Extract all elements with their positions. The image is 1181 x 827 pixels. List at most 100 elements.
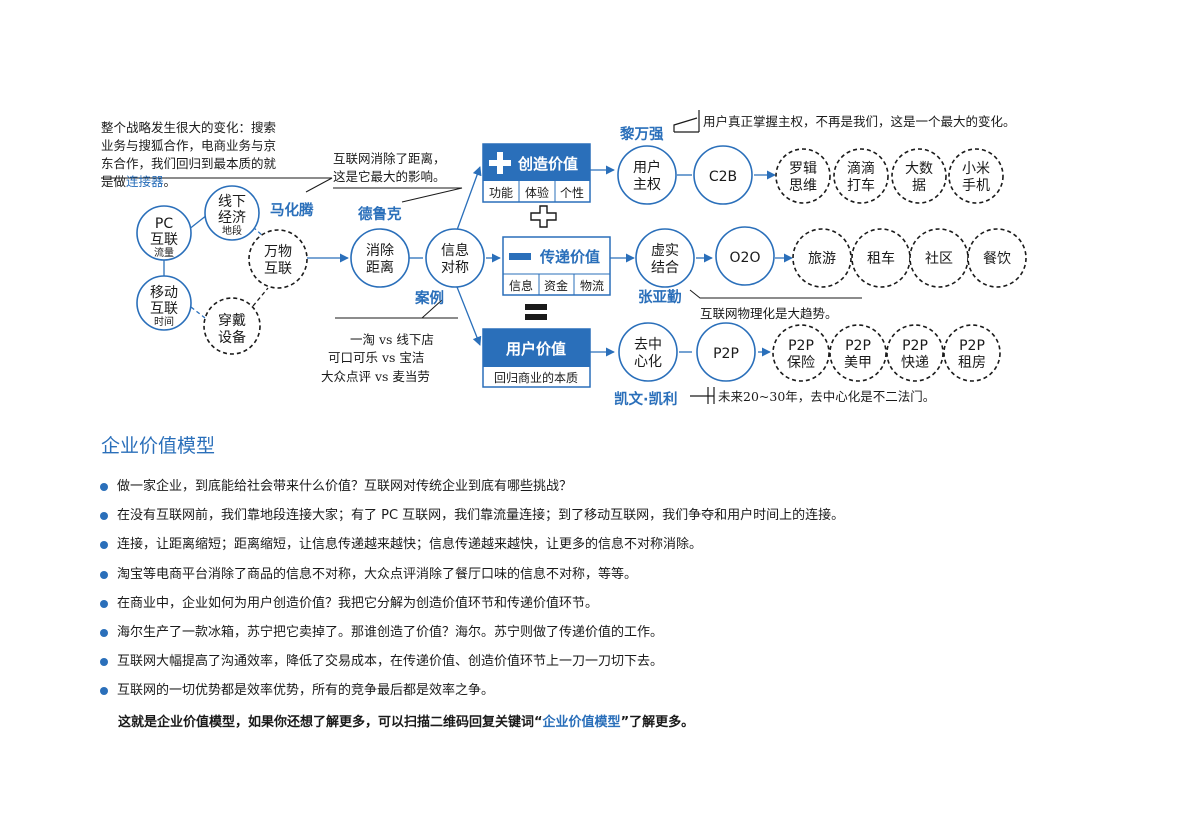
node-label: P2P xyxy=(845,338,871,354)
node-label: 穿戴 xyxy=(218,313,246,329)
logic-node xyxy=(775,148,831,204)
person-ma-huateng: 马化腾 xyxy=(270,203,314,219)
node-label: 保险 xyxy=(787,355,815,371)
list-item: 连接，让距离缩短；距离缩短，让信息传递越来越快；信息传递越来越快，让更多的信息不… xyxy=(100,535,1100,564)
section-title: 企业价值模型 xyxy=(101,435,216,457)
o2o-node xyxy=(715,226,775,286)
node-label: 万物 xyxy=(264,244,292,260)
list-item-text: 在商业中，企业如何为用户创造价值？我把它分解为创造价值环节和传递价值环节。 xyxy=(117,595,599,611)
bullet-list: 做一家企业，到底能给社会带来什么价值？互联网对传统企业到底有哪些挑战？ 在没有互… xyxy=(100,477,1100,711)
user-power-note: 用户真正掌握主权，不再是我们，这是一个最大的变化。 xyxy=(703,114,1016,129)
bigdata-node xyxy=(891,148,947,204)
wearable-node xyxy=(203,297,261,355)
node-label: 罗辑 xyxy=(789,161,817,177)
person-kevin-kelly: 凯文·凯利 xyxy=(614,392,678,408)
node-label: 设备 xyxy=(218,329,246,346)
list-item-text: 在没有互联网前，我们靠地段连接大家；有了 PC 互联网，我们靠流量连接；到了移动… xyxy=(117,508,845,524)
deliver-item: 信息 xyxy=(509,278,533,293)
node-label: 社区 xyxy=(925,251,953,267)
user-value-box: 用户价值 回归商业的本质 xyxy=(482,328,591,388)
node-label: 虚实 xyxy=(651,243,679,259)
bullet-dot-icon xyxy=(100,628,108,637)
node-label: 小米 xyxy=(962,161,990,177)
user-value-subtitle: 回归商业的本质 xyxy=(494,370,578,385)
list-item: 做一家企业，到底能给社会带来什么价值？互联网对传统企业到底有哪些挑战？ xyxy=(100,477,1100,506)
list-item: 互联网的一切优势都是效率优势，所有的竞争最后都是效率之争。 xyxy=(100,681,1100,710)
node-label: 美甲 xyxy=(844,355,872,371)
node-sublabel: 流量 xyxy=(154,246,174,259)
create-value-title: 创造价值 xyxy=(517,155,578,173)
list-item: 海尔生产了一款冰箱，苏宁把它卖掉了。那谁创造了价值？海尔。苏宁则做了传递价值的工… xyxy=(100,623,1100,652)
travel-node xyxy=(792,228,852,288)
node-label: 打车 xyxy=(847,177,875,194)
node-label: PC xyxy=(155,216,173,232)
cases-line-3: 大众点评 vs 麦当劳 xyxy=(321,369,430,384)
mobile-internet-node xyxy=(136,275,192,331)
node-label: 去中 xyxy=(634,337,662,353)
node-label: 旅游 xyxy=(808,251,836,267)
node-label: 互联 xyxy=(150,301,178,317)
user-sovereignty-node xyxy=(617,145,677,205)
cases-line-1: 一淘 vs 线下店 xyxy=(350,332,434,347)
strategy-note-text: 整个战略发生很大的变化：搜索 业务与搜狐合作，电商业务与京 东合作，我们回归到最… xyxy=(101,120,277,189)
xiaomi-node xyxy=(948,148,1004,204)
bullet-dot-icon xyxy=(100,541,108,550)
didi-node xyxy=(833,148,889,204)
node-label: 结合 xyxy=(651,260,679,276)
user-value-title: 用户价值 xyxy=(506,340,566,358)
p2p-manicure-node xyxy=(829,324,887,382)
list-item: 在商业中，企业如何为用户创造价值？我把它分解为创造价值环节和传递价值环节。 xyxy=(100,594,1100,623)
p2p-insurance-node xyxy=(772,324,830,382)
node-label: 经济 xyxy=(218,210,246,226)
dining-node xyxy=(967,228,1027,288)
deliver-item: 物流 xyxy=(580,279,604,293)
node-label: 租车 xyxy=(867,250,895,267)
deliver-value-title: 传递价值 xyxy=(539,248,600,266)
node-label: 距离 xyxy=(366,259,394,276)
node-label: 租房 xyxy=(958,355,986,371)
node-label: 线下 xyxy=(218,194,246,210)
node-label: 互联 xyxy=(150,232,178,248)
create-value-box: 创造价值 功能 体验 个性 xyxy=(482,143,591,203)
closing-line: 这就是企业价值模型，如果你还想了解更多，可以扫描二维码回复关键词“企业价值模型”… xyxy=(118,711,694,730)
node-label: 用户 xyxy=(633,159,661,176)
bullet-dot-icon xyxy=(100,687,108,696)
node-label: 消除 xyxy=(366,243,394,259)
node-label: P2P xyxy=(713,346,739,362)
bullet-dot-icon xyxy=(100,599,108,608)
create-item: 体验 xyxy=(525,185,549,200)
cases-line-2: 可口可乐 vs 宝洁 xyxy=(328,350,425,365)
node-sublabel: 时间 xyxy=(154,315,174,328)
person-li-wanqiang: 黎万强 xyxy=(620,127,664,143)
closing-text-end: ”了解更多。 xyxy=(620,715,695,730)
list-item-text: 淘宝等电商平台消除了商品的信息不对称，大众点评消除了餐厅口味的信息不对称，等等。 xyxy=(117,566,638,582)
bullet-dot-icon xyxy=(100,570,108,579)
node-label: P2P xyxy=(788,338,814,354)
physical-note: 互联网物理化是大趋势。 xyxy=(700,306,838,321)
node-label: 手机 xyxy=(962,178,990,194)
node-label: 据 xyxy=(912,178,926,194)
node-label: P2P xyxy=(959,338,985,354)
node-label: 移动 xyxy=(150,285,178,301)
strategy-note-end: 。 xyxy=(163,174,177,189)
p2p-express-node xyxy=(886,324,944,382)
list-item-text: 海尔生产了一款冰箱，苏宁把它卖掉了。那谁创造了价值？海尔。苏宁则做了传递价值的工… xyxy=(117,624,664,640)
pc-internet-node xyxy=(136,205,192,261)
list-item-text: 互联网的一切优势都是效率优势，所有的竞争最后都是效率之争。 xyxy=(117,683,495,699)
connector-keyword: 连接器 xyxy=(126,174,164,189)
node-label: 心化 xyxy=(634,354,662,370)
node-label: 滴滴 xyxy=(847,160,875,177)
person-zhang-yaqin: 张亚勤 xyxy=(638,290,682,306)
node-label: 快递 xyxy=(901,355,929,371)
equals-icon xyxy=(525,304,547,310)
value-model-diagram: PC 互联 流量 移动 互联 时间 线下 经济 地段 穿戴 设备 万物 互联 消… xyxy=(101,110,1027,404)
node-sublabel: 地段 xyxy=(222,224,242,237)
bullet-dot-icon xyxy=(100,483,108,491)
create-item: 功能 xyxy=(489,186,513,200)
remove-distance-node xyxy=(350,228,410,288)
list-item-text: 连接，让距离缩短；距离缩短，让信息传递越来越快；信息传递越来越快，让更多的信息不… xyxy=(117,537,703,553)
node-label: 信息 xyxy=(441,242,469,259)
iot-node xyxy=(248,229,308,289)
p2p-node xyxy=(696,322,756,382)
bullet-dot-icon xyxy=(100,658,108,667)
